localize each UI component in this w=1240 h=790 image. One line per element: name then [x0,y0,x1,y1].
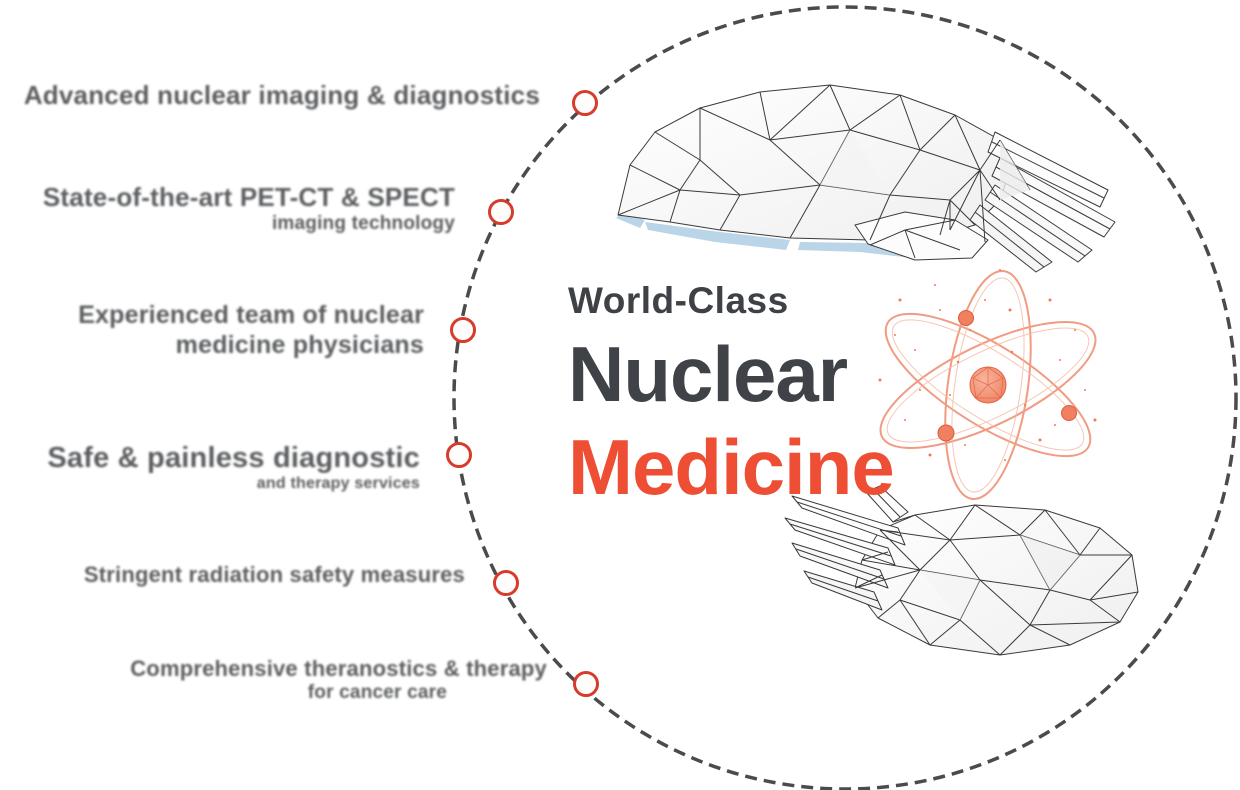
dashed-orbit-circle [452,5,1238,790]
feature-item: State-of-the-art PET-CT & SPECT imaging … [43,182,455,235]
milestone-dot [450,317,476,343]
feature-line: State-of-the-art PET-CT & SPECT [42,182,455,212]
feature-line: Advanced nuclear imaging & diagnostics [23,80,540,110]
milestone-dot [446,442,472,468]
feature-item: Comprehensive theranostics & therapy for… [130,656,547,704]
feature-line: medicine physicians [175,330,424,359]
milestone-dot [488,199,514,225]
feature-item: Stringent radiation safety measures [84,562,465,588]
feature-line: Safe & painless diagnostic [47,442,420,474]
milestone-dot [493,570,519,596]
atom-icon [878,269,1097,501]
feature-line: Comprehensive theranostics & therapy [130,656,547,681]
feature-item: Safe & painless diagnostic and therapy s… [47,441,420,494]
center-heading: World-Class Nuclear Medicine [568,280,895,511]
top-hand-wireframe [616,84,1116,273]
milestone-dot [573,671,599,697]
feature-line: Stringent radiation safety measures [83,562,465,587]
feature-line: and therapy services [256,475,420,493]
feature-line: for cancer care [307,681,447,703]
feature-item: Experienced team of nuclear medicine phy… [78,301,424,360]
bottom-hand-wireframe [784,485,1139,656]
feature-line: imaging technology [271,212,455,234]
heading-title: Nuclear [568,329,848,418]
milestone-dot [572,90,598,116]
heading-eyebrow: World-Class [568,280,789,321]
feature-item: Advanced nuclear imaging & diagnostics [24,80,540,111]
heading-subtitle: Medicine [568,422,895,511]
feature-line: Experienced team of nuclear [78,301,424,329]
